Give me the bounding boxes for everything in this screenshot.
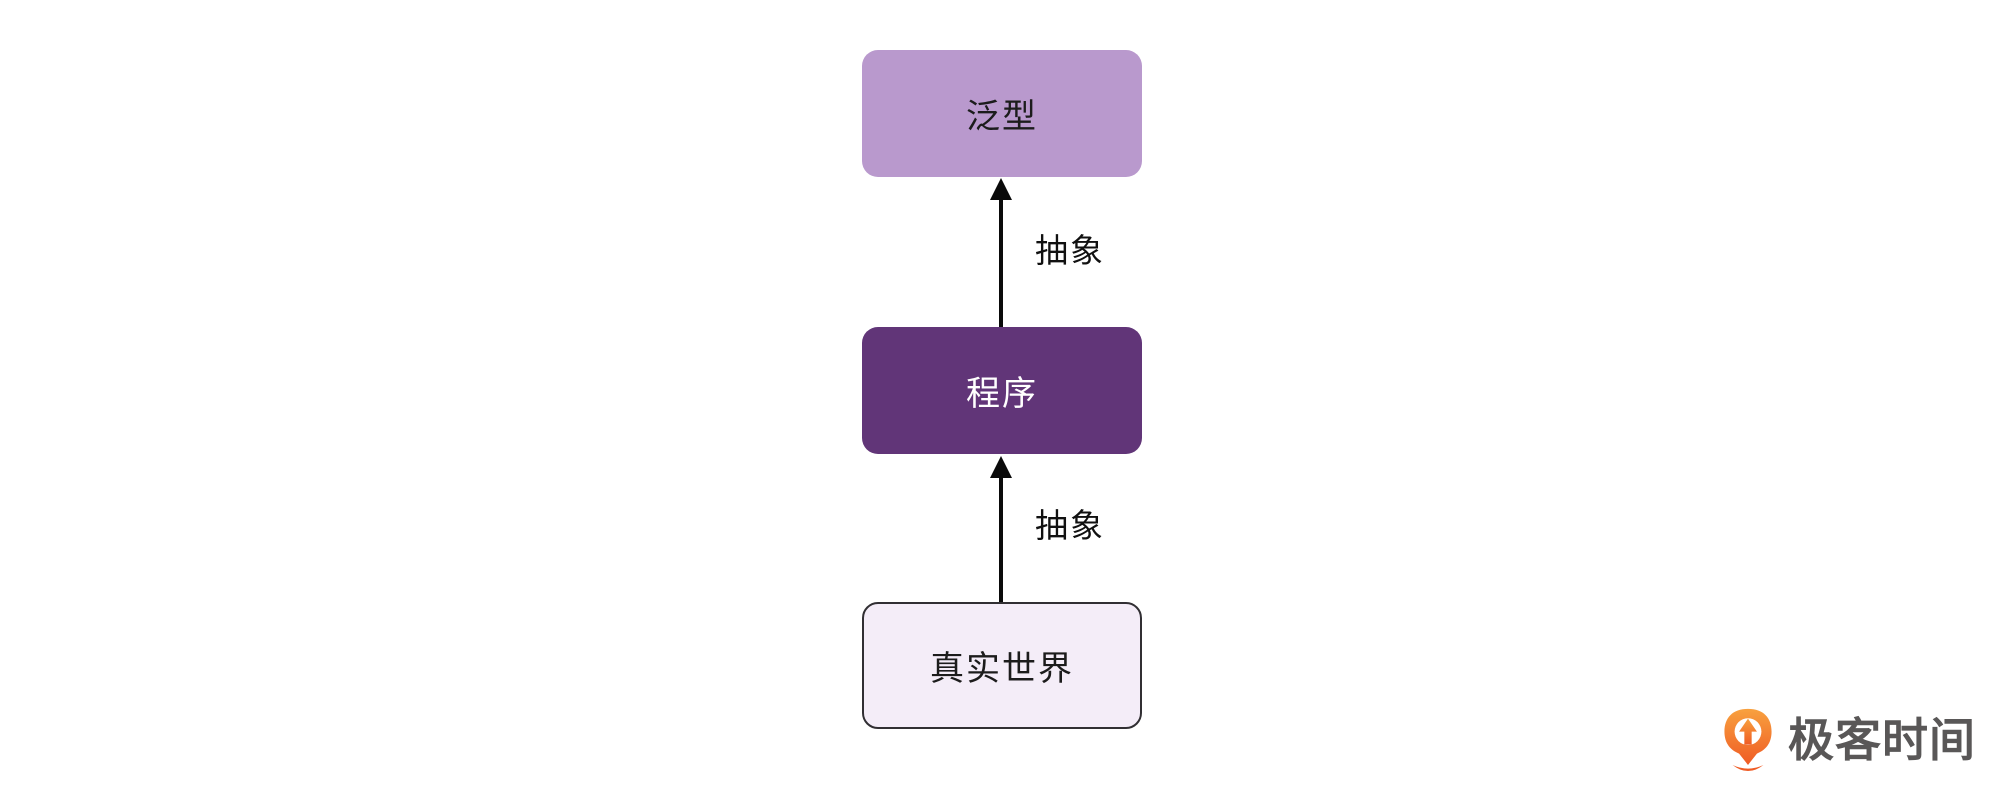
node-program: 程序 <box>862 327 1142 454</box>
node-generics-label: 泛型 <box>966 98 1038 136</box>
arrow-shaft <box>999 474 1003 602</box>
node-generics: 泛型 <box>862 50 1142 177</box>
geektime-logo-text: 极客时间 <box>1788 714 1976 766</box>
geektime-pin-icon <box>1724 708 1772 772</box>
edge-label-abstraction-lower: 抽象 <box>1035 507 1105 544</box>
geektime-logo: 极客时间 <box>1722 708 1976 778</box>
arrow-shaft <box>999 196 1003 327</box>
node-real-world: 真实世界 <box>862 602 1142 729</box>
node-real-world-label: 真实世界 <box>930 650 1074 688</box>
edge-label-abstraction-upper: 抽象 <box>1035 232 1105 269</box>
node-program-label: 程序 <box>966 375 1038 413</box>
arrow-up-icon <box>990 178 1012 200</box>
arrow-up-icon <box>990 456 1012 478</box>
